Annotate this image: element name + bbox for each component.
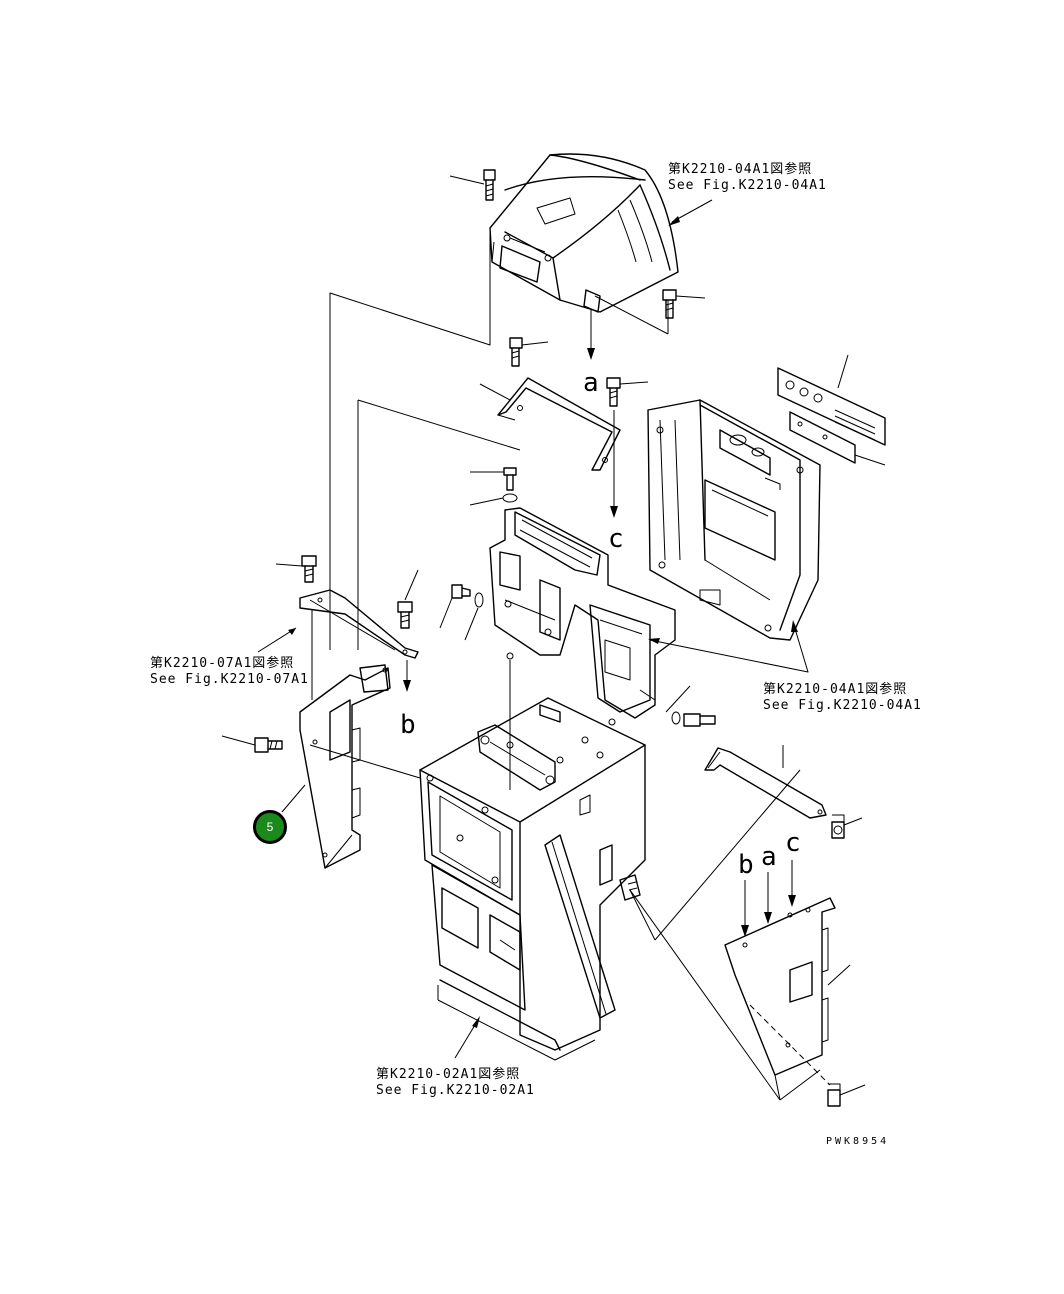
bolt-item-5	[221, 735, 283, 753]
bolt-top-right	[662, 289, 706, 319]
bolt-left-mid	[397, 569, 419, 629]
bolt-lower-right	[827, 1083, 866, 1107]
marker-c-lower: c	[785, 828, 801, 858]
console-box	[419, 697, 646, 1061]
arrow-c-upper	[610, 410, 618, 518]
bolt-left-top	[275, 555, 317, 583]
marker-c-upper: c	[608, 524, 624, 554]
ref-top-cover-jp: 第K2210-04A1図参照	[668, 162, 813, 177]
marker-a-lower: a	[761, 842, 777, 872]
bolt-bracket-b	[606, 377, 649, 407]
arrow-b-upper	[403, 660, 411, 692]
side-panel-right	[647, 399, 821, 641]
side-plate-item-5	[299, 664, 391, 869]
duct-unit	[489, 507, 676, 719]
arrow-c-lower	[788, 860, 796, 907]
marker-b-upper: b	[400, 710, 416, 740]
screw-duct-top	[469, 467, 518, 506]
front-bracket	[704, 745, 827, 819]
arrow-a-upper	[587, 310, 595, 360]
marker-a-upper: a	[583, 368, 599, 398]
drawing-code: PWK8954	[826, 1136, 890, 1147]
arrow-a-lower	[764, 872, 772, 924]
ref-right-panel-jp: 第K2210-04A1図参照	[763, 682, 908, 697]
ref-base-frame-jp: 第K2210-02A1図参照	[376, 1067, 521, 1082]
bolt-duct-left	[439, 584, 484, 641]
upper-bracket	[479, 377, 621, 471]
bolt-duct-right	[665, 685, 716, 727]
small-plate	[789, 411, 886, 466]
ref-left-bracket: 第K2210-07A1図参照 See Fig.K2210-07A1	[150, 656, 309, 688]
label-plate	[777, 354, 886, 446]
left-bracket	[299, 589, 419, 659]
ref-base-frame: 第K2210-02A1図参照 See Fig.K2210-02A1	[376, 1067, 535, 1099]
bolt-top-left	[449, 169, 496, 201]
marker-b-lower: b	[738, 850, 754, 880]
callout-item-5[interactable]: 5	[253, 810, 287, 844]
top-cover	[489, 153, 679, 313]
ref-base-frame-en: See Fig.K2210-02A1	[376, 1083, 535, 1098]
ref-top-cover: 第K2210-04A1図参照 See Fig.K2210-04A1	[668, 162, 827, 194]
ref-top-cover-en: See Fig.K2210-04A1	[668, 178, 827, 193]
bolt-bracket-a	[509, 337, 549, 367]
callout-item-5-label: 5	[266, 820, 274, 834]
ref-right-panel-en: See Fig.K2210-04A1	[763, 698, 922, 713]
ref-left-bracket-en: See Fig.K2210-07A1	[150, 672, 309, 687]
ref-left-bracket-jp: 第K2210-07A1図参照	[150, 656, 295, 671]
ref-right-panel: 第K2210-04A1図参照 See Fig.K2210-04A1	[763, 682, 922, 714]
bolt-front-right	[831, 814, 863, 839]
arrow-b-lower	[741, 880, 749, 937]
lower-right-plate	[724, 897, 851, 1076]
